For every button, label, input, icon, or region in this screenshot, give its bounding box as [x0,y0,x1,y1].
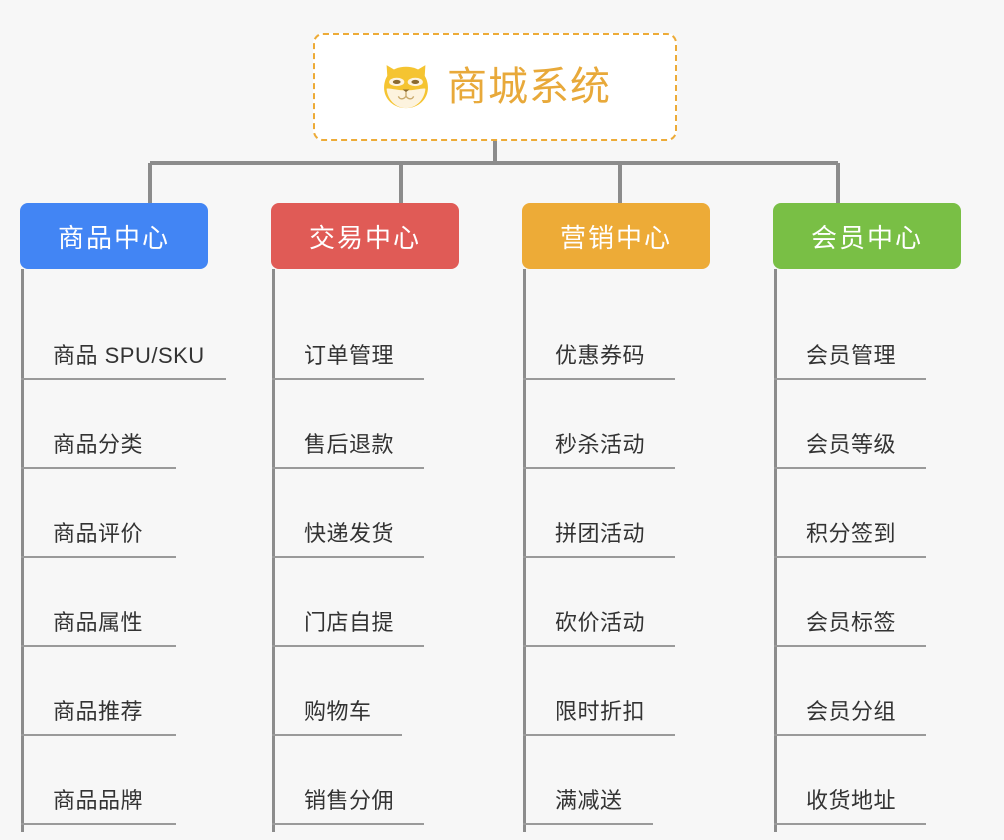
branch-spine [272,269,275,832]
leaf-underline [21,378,226,380]
leaf-list-product: 商品 SPU/SKU 商品分类 商品评价 商品属性 商品推荐 [21,269,226,825]
leaf-item[interactable]: 秒杀活动 [523,380,675,469]
leaf-item[interactable]: 会员分组 [774,647,926,736]
leaf-item[interactable]: 销售分佣 [272,736,424,825]
leaf-underline [774,734,926,736]
leaf-label: 门店自提 [304,609,395,635]
leaf-label: 秒杀活动 [555,431,646,457]
leaf-item[interactable]: 会员标签 [774,558,926,647]
leaf-label: 会员分组 [806,698,897,724]
leaf-item[interactable]: 门店自提 [272,558,424,647]
leaf-underline [272,734,402,736]
leaf-label: 拼团活动 [555,520,646,546]
leaf-underline [21,645,176,647]
leaf-item[interactable]: 优惠券码 [523,291,675,380]
leaf-label: 满减送 [555,787,623,813]
leaf-underline [21,823,176,825]
leaf-underline [774,556,926,558]
branch-column-product: 商品中心 商品 SPU/SKU 商品分类 商品评价 商品属性 [0,203,251,840]
leaf-item[interactable]: 商品推荐 [21,647,205,736]
leaf-label: 会员标签 [806,609,897,635]
leaf-underline [21,734,176,736]
branch-column-member: 会员中心 会员管理 会员等级 积分签到 会员标签 [753,203,1004,840]
leaf-item[interactable]: 商品评价 [21,469,205,558]
leaf-underline [523,556,675,558]
leaf-underline [272,645,424,647]
leaf-label: 购物车 [304,698,372,724]
leaf-item[interactable]: 商品 SPU/SKU [21,291,226,380]
leaf-label: 商品分类 [53,431,144,457]
root-title: 商城系统 [447,65,611,109]
branch-header-trade[interactable]: 交易中心 [271,203,459,269]
leaf-underline [523,378,675,380]
leaf-underline [272,378,424,380]
leaf-label: 售后退款 [304,431,395,457]
leaf-item[interactable]: 商品分类 [21,380,205,469]
leaf-label: 商品推荐 [53,698,144,724]
branch-spine [21,269,24,832]
branch-header-label: 交易中心 [308,222,421,253]
branch-header-label: 会员中心 [810,222,923,253]
leaf-underline [523,823,653,825]
leaf-underline [774,467,926,469]
leaf-underline [21,556,176,558]
leaf-label: 订单管理 [304,342,395,368]
branch-header-label: 营销中心 [559,222,672,253]
leaf-label: 商品属性 [53,609,144,635]
leaf-underline [21,467,176,469]
leaf-item[interactable]: 会员等级 [774,380,926,469]
leaf-list-member: 会员管理 会员等级 积分签到 会员标签 会员分组 [774,269,926,825]
leaf-item[interactable]: 收货地址 [774,736,926,825]
leaf-item[interactable]: 砍价活动 [523,558,675,647]
leaf-item[interactable]: 会员管理 [774,291,926,380]
leaf-label: 会员管理 [806,342,897,368]
leaf-item[interactable]: 订单管理 [272,291,424,380]
leaf-item[interactable]: 拼团活动 [523,469,675,558]
leaf-underline [272,823,424,825]
branch-header-marketing[interactable]: 营销中心 [522,203,710,269]
leaf-item[interactable]: 购物车 [272,647,402,736]
leaf-list-trade: 订单管理 售后退款 快递发货 门店自提 购物车 [272,269,424,825]
leaf-label: 限时折扣 [555,698,646,724]
leaf-label: 商品品牌 [53,787,144,813]
branch-spine [774,269,777,832]
leaf-underline [774,645,926,647]
leaf-item[interactable]: 商品品牌 [21,736,205,825]
leaf-item[interactable]: 商品属性 [21,558,205,647]
leaf-label: 积分签到 [806,520,897,546]
leaf-underline [523,645,675,647]
leaf-item[interactable]: 满减送 [523,736,653,825]
leaf-label: 优惠券码 [555,342,646,368]
leaf-item[interactable]: 售后退款 [272,380,424,469]
leaf-list-marketing: 优惠券码 秒杀活动 拼团活动 砍价活动 限时折扣 [523,269,675,825]
leaf-item[interactable]: 限时折扣 [523,647,675,736]
leaf-underline [523,467,675,469]
leaf-underline [272,467,424,469]
root-node[interactable]: 商城系统 [313,33,677,141]
branch-column-trade: 交易中心 订单管理 售后退款 快递发货 门店自提 [251,203,502,840]
shiba-dog-icon [384,65,428,109]
leaf-label: 销售分佣 [304,787,395,813]
branch-columns: 商品中心 商品 SPU/SKU 商品分类 商品评价 商品属性 [0,203,1004,840]
branch-header-label: 商品中心 [57,222,170,253]
leaf-label: 商品评价 [53,520,144,546]
leaf-underline [272,556,424,558]
leaf-item[interactable]: 积分签到 [774,469,926,558]
leaf-underline [774,378,926,380]
leaf-label: 会员等级 [806,431,897,457]
leaf-item[interactable]: 快递发货 [272,469,424,558]
leaf-label: 快递发货 [304,520,395,546]
branch-column-marketing: 营销中心 优惠券码 秒杀活动 拼团活动 砍价活动 [502,203,753,840]
leaf-label: 收货地址 [806,787,897,813]
leaf-label: 商品 SPU/SKU [53,342,205,368]
leaf-underline [774,823,926,825]
branch-spine [523,269,526,832]
branch-header-product[interactable]: 商品中心 [20,203,208,269]
branch-header-member[interactable]: 会员中心 [773,203,961,269]
leaf-label: 砍价活动 [555,609,646,635]
leaf-underline [523,734,675,736]
